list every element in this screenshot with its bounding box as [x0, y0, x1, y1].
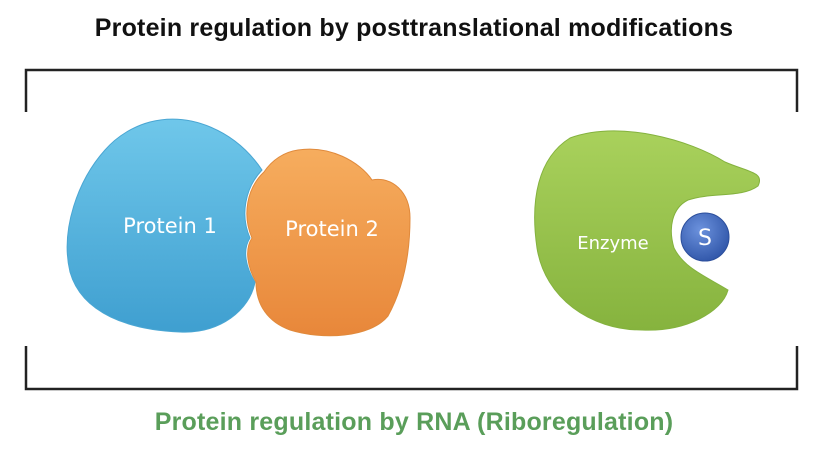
enzyme-label: Enzyme	[577, 233, 649, 254]
bottom-bracket	[24, 346, 799, 391]
diagram-title: Protein regulation by posttranslational …	[94, 14, 734, 42]
top-bracket	[24, 68, 799, 112]
protein-1: Protein 1	[66, 118, 263, 333]
enzyme: Enzyme	[534, 130, 761, 331]
protein-2-label: Protein 2	[285, 217, 379, 241]
substrate: S	[680, 212, 730, 262]
diagram-subtitle: Protein regulation by RNA (Riboregulatio…	[154, 408, 674, 436]
substrate-label: S	[698, 226, 712, 251]
substrate-circle	[680, 212, 730, 262]
protein-2: Protein 2	[246, 148, 411, 337]
protein-1-label: Protein 1	[123, 214, 217, 238]
